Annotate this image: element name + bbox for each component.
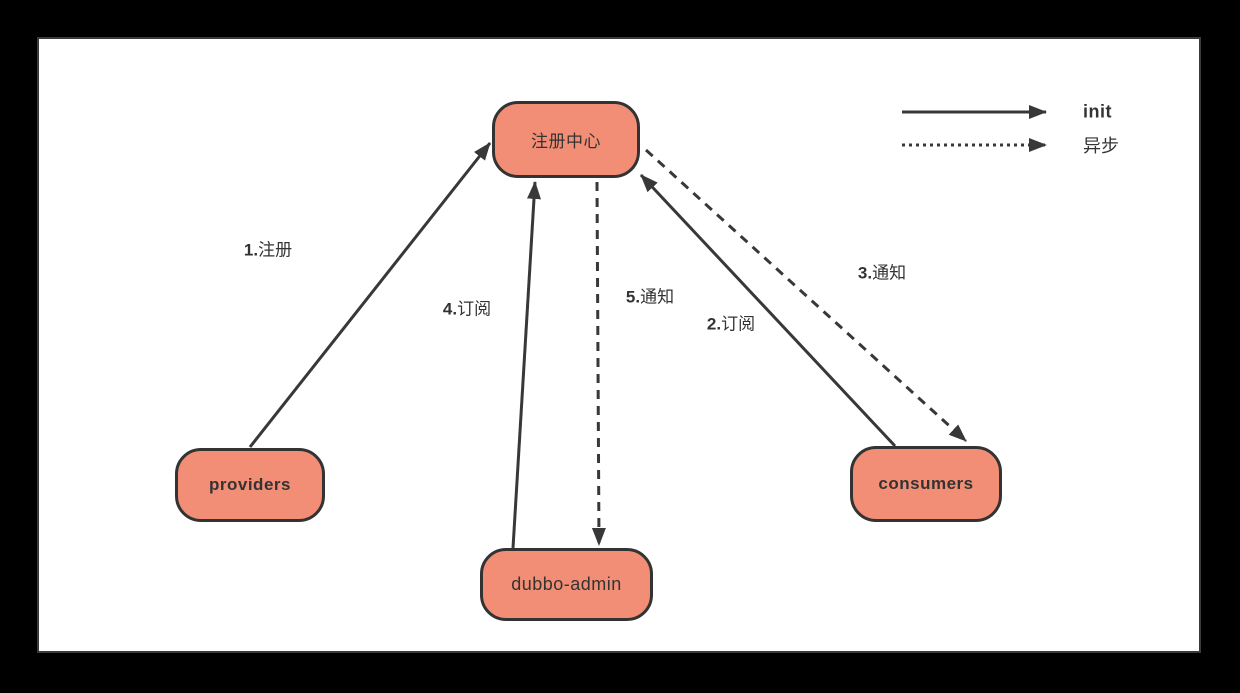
edge-label-notify-consumer-text: 通知 bbox=[872, 263, 907, 283]
node-consumers: consumers bbox=[850, 446, 1002, 522]
edge-label-notify-consumer-number: 3. bbox=[857, 263, 873, 283]
edge-notify-consumer-arrow bbox=[644, 148, 968, 443]
edge-label-notify-admin-text: 通知 bbox=[640, 287, 675, 307]
node-providers-label: providers bbox=[209, 475, 291, 494]
edge-label-subscribe-consumer: 2.订阅 bbox=[707, 310, 755, 335]
node-dubbo-admin: dubbo-admin bbox=[480, 548, 653, 621]
legend-solid-label: init bbox=[1083, 101, 1112, 122]
edge-subscribe-consumer-arrow bbox=[639, 173, 897, 448]
edge-subscribe-admin-arrow bbox=[511, 181, 541, 549]
edge-label-subscribe-consumer-text: 订阅 bbox=[721, 314, 756, 334]
node-consumers-label: consumers bbox=[878, 474, 974, 493]
edge-label-register: 1.注册 bbox=[244, 236, 292, 261]
edge-label-subscribe-admin-number: 4. bbox=[442, 299, 458, 319]
node-providers: providers bbox=[175, 448, 325, 522]
edge-label-register-text: 注册 bbox=[258, 240, 293, 260]
edge-notify-admin-arrow bbox=[591, 181, 606, 546]
node-dubbo-admin-label: dubbo-admin bbox=[511, 574, 622, 594]
node-registry-center: 注册中心 bbox=[492, 101, 640, 178]
edge-label-subscribe-admin: 4.订阅 bbox=[443, 295, 491, 320]
edge-label-subscribe-admin-text: 订阅 bbox=[457, 299, 492, 319]
edge-label-notify-consumer: 3.通知 bbox=[858, 259, 906, 284]
edge-label-notify-admin-number: 5. bbox=[625, 287, 641, 307]
legend-dashed-label: 异步 bbox=[1083, 136, 1119, 156]
edge-label-notify-admin: 5.通知 bbox=[626, 283, 674, 308]
edge-label-register-number: 1. bbox=[243, 240, 259, 260]
edge-label-subscribe-consumer-number: 2. bbox=[706, 314, 722, 334]
node-registry-label: 注册中心 bbox=[531, 132, 601, 151]
edge-register-arrow bbox=[248, 142, 492, 448]
